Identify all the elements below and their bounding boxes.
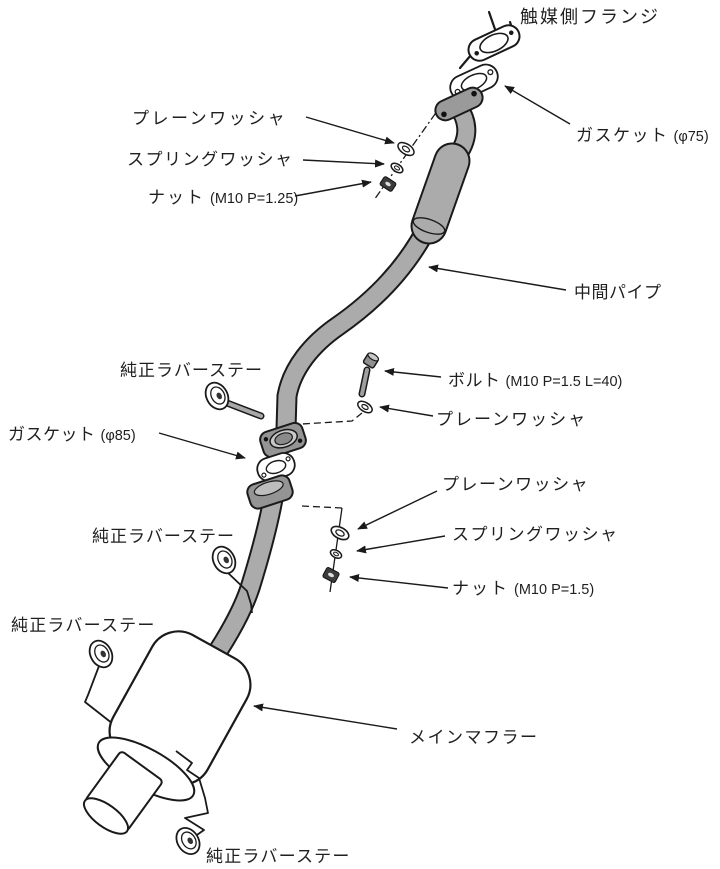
rubber-stay-3-part (84, 639, 123, 732)
joint-flange-upper-part (259, 421, 307, 459)
rubber-stay-1-part (204, 381, 265, 420)
arrow-gasket-75 (504, 85, 571, 125)
arrow-plain-washer-top (305, 116, 395, 145)
front-pipe-flange-part (434, 86, 484, 122)
plain-washer-low-part (330, 525, 350, 541)
arrow-nut-top (294, 179, 372, 197)
catalyst-flange-part (467, 24, 521, 62)
arrow-plain-washer-mid (379, 404, 434, 417)
arrow-plain-washer-low (357, 490, 438, 530)
bolt-part (358, 352, 380, 398)
nut-low-part (322, 567, 340, 583)
arrow-spring-washer-top (302, 159, 385, 168)
arrow-main-muffler (253, 703, 398, 730)
nut-top-part (379, 176, 397, 192)
joint-flange-lower-part (246, 474, 294, 510)
plain-washer-mid-part (357, 400, 373, 414)
gasket-85-part (256, 452, 296, 482)
spring-washer-top-part (390, 162, 404, 174)
arrow-spring-washer-low (356, 535, 446, 554)
arrow-bolt (384, 367, 442, 378)
arrow-mid-pipe (428, 264, 567, 291)
spring-washer-low-part (329, 549, 343, 559)
main-muffler-part (82, 630, 252, 835)
plain-washer-top-part (397, 141, 415, 157)
rubber-stay-4-part (175, 750, 209, 856)
rubber-stay-2-part (211, 545, 253, 614)
resonator-part (410, 142, 471, 245)
muffler-tip-part (82, 751, 163, 835)
arrow-nut-low (349, 574, 449, 589)
arrow-gasket-85 (158, 432, 246, 460)
leader-arrows (158, 85, 571, 730)
